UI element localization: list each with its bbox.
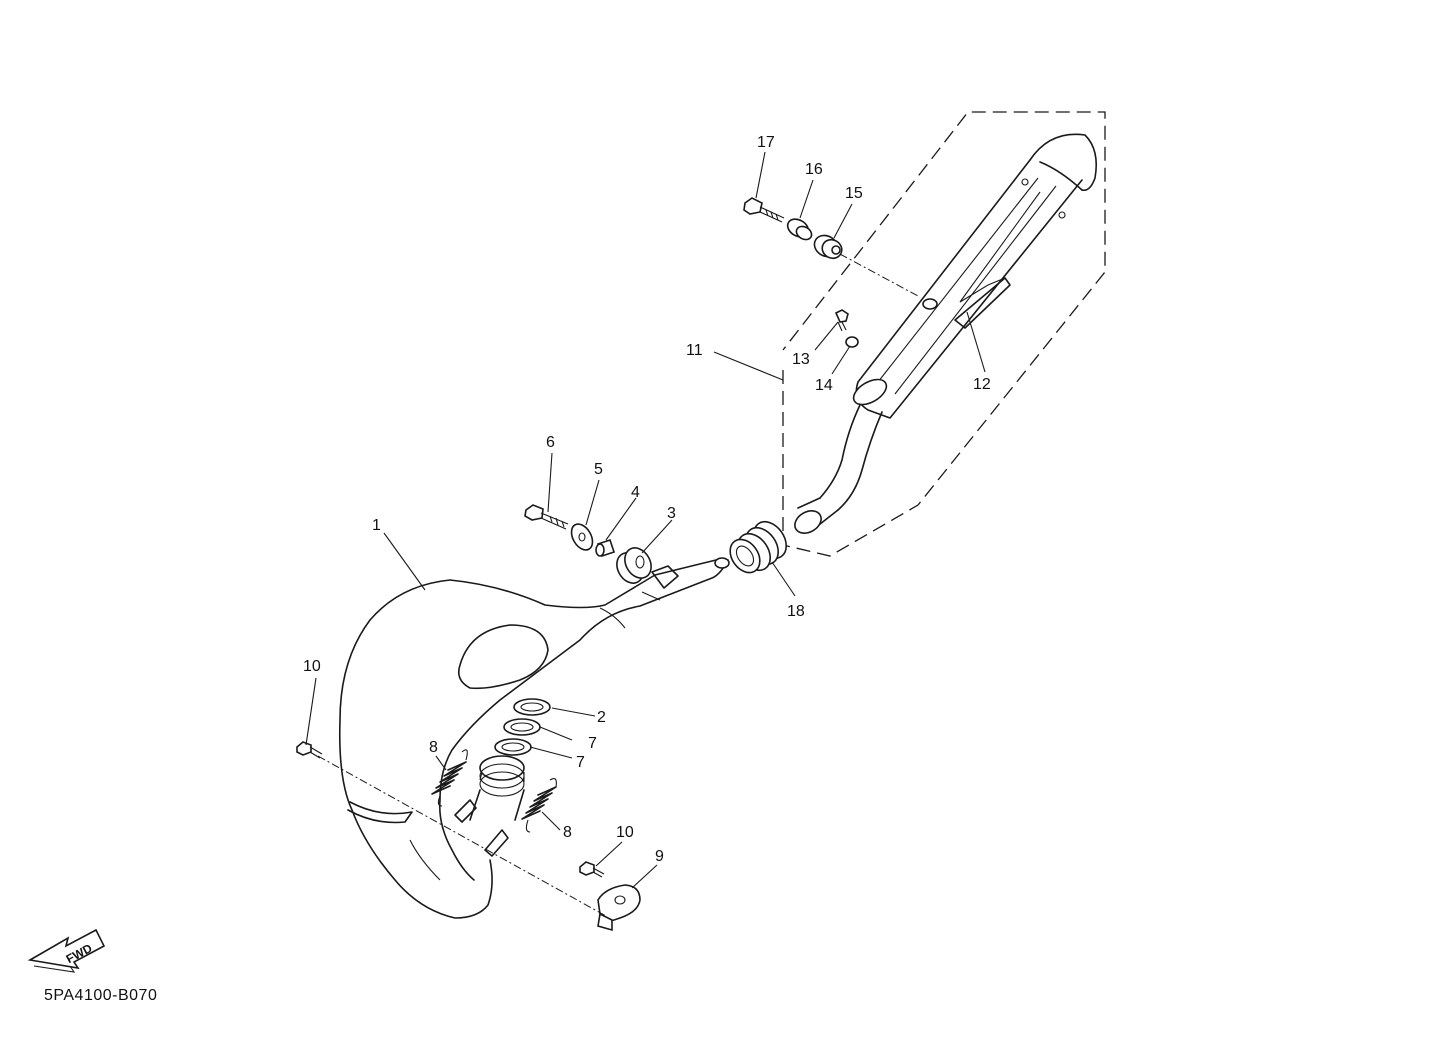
gasket-7b: [494, 738, 532, 756]
collar-4: [595, 538, 616, 558]
callout-13: 13: [792, 351, 810, 368]
damper-3: [616, 547, 652, 584]
washer-14: [845, 336, 859, 348]
spring-8-right: [521, 778, 557, 833]
washer-5-hole: [578, 532, 586, 542]
callout-6: 6: [546, 434, 555, 451]
exhaust-pipe-1: [338, 557, 730, 919]
callout-17: 17: [757, 134, 775, 151]
damper-15: [813, 234, 843, 260]
callout-10b: 10: [616, 824, 634, 841]
leader-lines: [305, 151, 986, 889]
gasket-18: [729, 520, 788, 574]
muffler-inlet-pipe: [794, 404, 883, 534]
callout-11: 11: [686, 342, 703, 359]
spring-hook-right: [484, 829, 509, 857]
silencer-body: [852, 133, 1098, 419]
bracket-9: [597, 884, 641, 932]
bolt-17: [743, 197, 785, 223]
callout-7a: 7: [588, 735, 597, 752]
collar-16: [786, 218, 813, 241]
callout-14: 14: [815, 377, 833, 394]
callout-8b: 8: [563, 824, 572, 841]
callout-8a: 8: [429, 739, 438, 756]
gasket-7a: [503, 718, 541, 736]
gasket-2-inner: [520, 702, 544, 712]
cylinder-joint: [469, 755, 525, 821]
spring-8-left: [431, 749, 468, 807]
bolt-6: [524, 504, 569, 530]
gasket-7a-inner: [510, 722, 534, 732]
callout-12: 12: [973, 376, 991, 393]
callout-10a: 10: [303, 658, 321, 675]
bolt-10-left: [296, 741, 323, 759]
callout-1: 1: [372, 517, 381, 534]
bolt-10-right: [579, 861, 605, 878]
mount-centerline: [839, 253, 919, 297]
fwd-arrow-icon: FWD: [27, 928, 106, 973]
callout-15: 15: [845, 185, 863, 202]
callout-18: 18: [787, 603, 805, 620]
callout-5: 5: [594, 461, 603, 478]
callout-9: 9: [655, 848, 664, 865]
washer-5: [570, 523, 594, 551]
muffler-assembly-boundary: [782, 111, 1106, 557]
callout-3: 3: [667, 505, 676, 522]
callout-2: 2: [597, 709, 606, 726]
diagram-code: 5PA4100-B070: [44, 987, 157, 1004]
callout-7b: 7: [576, 754, 585, 771]
bracket-centerline: [317, 755, 607, 917]
spring-hook-left: [454, 799, 477, 823]
gasket-2: [513, 698, 551, 716]
callout-16: 16: [805, 161, 823, 178]
gasket-7b-inner: [501, 742, 525, 752]
bolt-13: [834, 309, 849, 332]
callout-4: 4: [631, 484, 640, 501]
